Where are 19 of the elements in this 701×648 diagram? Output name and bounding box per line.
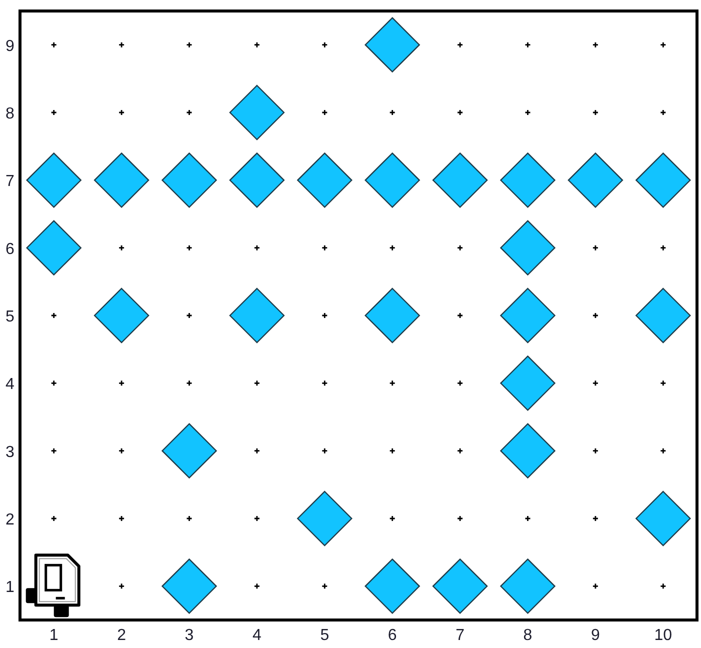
axis-tick-label: 8 <box>6 106 14 122</box>
axis-tick-label: 4 <box>252 627 262 644</box>
axis-tick-label: 1 <box>6 579 14 596</box>
axis-tick-label: 10 <box>654 627 672 644</box>
axis-tick-label: 7 <box>456 627 464 644</box>
axis-tick-label: 7 <box>6 173 14 190</box>
axis-tick-label: 2 <box>117 627 126 644</box>
axis-tick-label: 2 <box>6 512 14 528</box>
axis-tick-label: 6 <box>6 240 14 258</box>
axis-tick-label: 3 <box>184 627 194 644</box>
axis-tick-label: 5 <box>6 308 14 326</box>
axis-tick-label: 8 <box>523 627 532 644</box>
axis-tick-label: 1 <box>49 627 58 644</box>
axis-tick-label: 4 <box>6 376 14 394</box>
axis-tick-label: 5 <box>320 627 330 644</box>
axis-tick-label: 6 <box>388 627 397 644</box>
axis-tick-label: 9 <box>591 627 600 644</box>
axis-tick-label: 9 <box>6 38 14 55</box>
axis-tick-label: 3 <box>6 444 14 461</box>
